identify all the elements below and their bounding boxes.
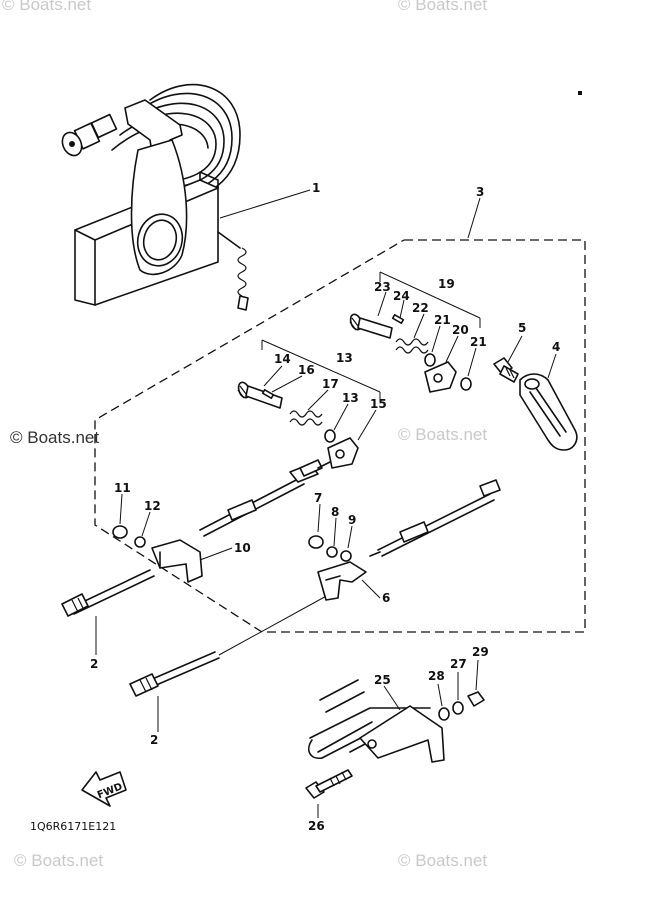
callout-6: 6	[382, 591, 390, 605]
callout-3: 3	[476, 185, 484, 199]
diagram-code: 1Q6R6171E121	[30, 820, 116, 833]
callout-26: 26	[308, 819, 325, 833]
watermark-top-left: © Boats.net	[2, 0, 91, 14]
callout-4: 4	[552, 340, 560, 354]
callout-21b: 21	[470, 335, 487, 349]
wiring-connector	[61, 113, 118, 157]
watermark-top-right: © Boats.net	[398, 0, 487, 14]
callout-labels: 1 3 19 23 24 22 21 20 21 5 4 13 14 16 17…	[90, 181, 560, 833]
callout-7: 7	[314, 491, 322, 505]
callout-15: 15	[370, 397, 387, 411]
callout-28: 28	[428, 669, 445, 683]
callout-8: 8	[331, 505, 339, 519]
callout-2b: 2	[150, 733, 158, 747]
callout-27: 27	[450, 657, 467, 671]
callout-14: 14	[274, 352, 291, 366]
callout-2a: 2	[90, 657, 98, 671]
leader-lines	[95, 189, 557, 818]
fwd-arrow: FWD	[81, 771, 127, 807]
callout-22: 22	[412, 301, 429, 315]
watermark-mid-left: © Boats.net	[10, 428, 99, 447]
bolt-5	[493, 357, 519, 383]
callout-13b: 13	[342, 391, 359, 405]
speck-mark	[578, 91, 582, 95]
assembly-outline	[94, 239, 586, 633]
watermark-bottom-right: © Boats.net	[398, 851, 487, 870]
callout-13a: 13	[336, 351, 353, 365]
callout-10: 10	[234, 541, 251, 555]
cable-bracket-6	[308, 535, 367, 601]
callout-17: 17	[322, 377, 339, 391]
callout-19: 19	[438, 277, 455, 291]
remote-control-box	[61, 83, 249, 311]
callout-5: 5	[518, 321, 526, 335]
callout-29: 29	[472, 645, 489, 659]
callout-1: 1	[312, 181, 320, 195]
cable-clamp-25	[308, 679, 445, 763]
cable-end-assembly-lower	[237, 339, 381, 469]
bolt-26	[305, 769, 353, 799]
callout-9: 9	[348, 513, 356, 527]
nut-washers-27-29	[438, 691, 485, 721]
callout-20: 20	[452, 323, 469, 337]
callout-24: 24	[393, 289, 410, 303]
callout-25: 25	[374, 673, 391, 687]
cable-bracket-10	[112, 525, 203, 583]
lever-arm	[519, 373, 578, 451]
callout-23: 23	[374, 280, 391, 294]
control-cables	[61, 459, 501, 697]
watermark-bottom-left: © Boats.net	[14, 851, 103, 870]
callout-11: 11	[114, 481, 131, 495]
callout-21a: 21	[434, 313, 451, 327]
callout-16: 16	[298, 363, 315, 377]
callout-12: 12	[144, 499, 161, 513]
watermark-mid-right: © Boats.net	[398, 425, 487, 444]
cable-end-assembly-upper	[349, 271, 481, 393]
